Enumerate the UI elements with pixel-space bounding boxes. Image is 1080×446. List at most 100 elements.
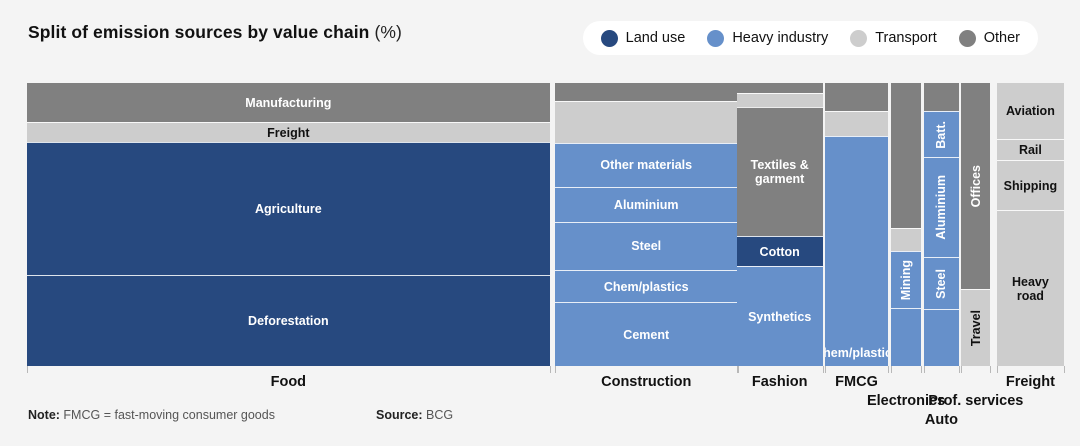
- chart-segment[interactable]: [891, 83, 921, 228]
- source-text: Source: BCG: [376, 408, 453, 422]
- legend-swatch-icon: [850, 29, 868, 47]
- chart-segment[interactable]: [736, 92, 823, 108]
- page-title-main: Split of emission sources by value chain: [28, 22, 370, 42]
- chart-segment[interactable]: [891, 307, 921, 366]
- axis-label-freight: Freight: [1005, 374, 1055, 390]
- segment-label: Aviation: [1005, 104, 1055, 119]
- segment-label: Steel: [631, 239, 662, 254]
- chart-segment[interactable]: Shipping: [996, 159, 1065, 211]
- chart-segment[interactable]: Manufacturing: [27, 83, 550, 123]
- chart-segment[interactable]: [554, 83, 738, 102]
- axis-tick: [959, 366, 961, 373]
- chart-segment[interactable]: [923, 309, 960, 366]
- axis-label-food: Food: [270, 374, 307, 390]
- note-label: Note:: [28, 408, 60, 422]
- chart-segment[interactable]: Chem/plastics: [824, 135, 889, 366]
- axis-tick: [27, 366, 28, 373]
- chart-segment[interactable]: [891, 227, 921, 251]
- chart-segment[interactable]: [824, 111, 889, 136]
- segment-label: Chem/plastics: [603, 279, 689, 294]
- segment-label: Aluminium: [613, 197, 679, 212]
- segment-label: Offices: [968, 164, 983, 208]
- segment-label: Synthetics: [748, 309, 812, 324]
- segment-label: Mining: [899, 259, 914, 300]
- chart-segment[interactable]: Freight: [27, 122, 550, 143]
- chart-legend: Land use Heavy industry Transport Other: [582, 21, 1038, 55]
- segment-label: Rail: [1018, 143, 1042, 157]
- axis-tick: [736, 366, 738, 373]
- segment-label: Manufacturing: [245, 95, 332, 110]
- segment-label: Travel: [968, 309, 983, 347]
- legend-label: Transport: [875, 30, 937, 46]
- legend-swatch-icon: [958, 29, 976, 47]
- page-title: Split of emission sources by value chain…: [28, 22, 402, 43]
- axis-tick: [996, 366, 998, 373]
- chart-segment[interactable]: Rail: [996, 139, 1065, 160]
- chart-column-electronics[interactable]: Mining: [891, 83, 921, 366]
- legend-swatch-icon: [707, 29, 725, 47]
- chart-segment[interactable]: Cotton: [736, 236, 823, 267]
- chart-segment[interactable]: Offices: [961, 83, 991, 290]
- segment-label: Steel: [934, 268, 949, 299]
- page-title-unit: (%): [374, 22, 402, 42]
- segment-label: Freight: [267, 125, 310, 140]
- axis-label-electronics: Electronics: [866, 393, 946, 409]
- legend-item-heavy_industry[interactable]: Heavy industry: [707, 29, 829, 47]
- chart-segment[interactable]: [554, 101, 738, 143]
- legend-label: Other: [983, 30, 1020, 46]
- axis-label-fmcg: FMCG: [835, 374, 878, 390]
- axis-label-auto: Auto: [924, 412, 958, 428]
- chart-segment[interactable]: [923, 83, 960, 112]
- chart-segment[interactable]: Aluminium: [923, 157, 960, 258]
- legend-item-transport[interactable]: Transport: [850, 29, 937, 47]
- chart-segment[interactable]: Other materials: [554, 142, 738, 187]
- chart-segment[interactable]: [824, 83, 889, 112]
- segment-label: Deforestation: [248, 314, 329, 329]
- legend-item-other[interactable]: Other: [958, 29, 1020, 47]
- axis-tick: [923, 366, 925, 373]
- axis-tick: [1064, 366, 1066, 373]
- chart-segment[interactable]: Steel: [923, 257, 960, 310]
- legend-swatch-icon: [600, 29, 618, 47]
- chart-segment[interactable]: Travel: [961, 289, 991, 366]
- segment-label: Chem/plastics: [825, 345, 889, 360]
- chart-segment[interactable]: Deforestation: [27, 275, 550, 366]
- source-label: Source:: [376, 408, 423, 422]
- segment-label: Batt.: [934, 120, 949, 149]
- chart-segment[interactable]: Chem/plastics: [554, 270, 738, 303]
- chart-column-fmcg[interactable]: Chem/plastics: [824, 83, 889, 366]
- chart-segment[interactable]: Textiles & garment: [736, 107, 823, 237]
- chart-segment[interactable]: Agriculture: [27, 142, 550, 276]
- source-body: BCG: [422, 408, 454, 422]
- chart-segment[interactable]: Aviation: [996, 83, 1065, 140]
- chart-segment[interactable]: Heavy road: [996, 210, 1065, 366]
- note-text: Note: FMCG = fast-moving consumer goods: [28, 408, 275, 422]
- chart-segment[interactable]: [736, 83, 823, 93]
- chart-segment[interactable]: Batt.: [923, 111, 960, 158]
- segment-label: Cotton: [759, 244, 800, 259]
- note-body: FMCG = fast-moving consumer goods: [59, 408, 275, 422]
- chart-segment[interactable]: Aluminium: [554, 186, 738, 222]
- axis-tick: [549, 366, 551, 373]
- axis-label-construction: Construction: [601, 374, 692, 390]
- chart-segment[interactable]: Steel: [554, 221, 738, 271]
- chart-segment[interactable]: Mining: [891, 250, 921, 308]
- legend-item-land_use[interactable]: Land use: [600, 29, 686, 47]
- chart-header: Split of emission sources by value chain…: [0, 0, 1080, 62]
- axis-tick: [961, 366, 963, 373]
- legend-label: Land use: [625, 30, 686, 46]
- chart-segment[interactable]: Synthetics: [736, 266, 823, 366]
- axis-tick: [888, 366, 890, 373]
- legend-label: Heavy industry: [732, 30, 829, 46]
- chart-segment[interactable]: Cement: [554, 302, 738, 366]
- segment-label: Cement: [623, 327, 670, 342]
- axis-label-prof-services: Prof. services: [928, 393, 1024, 409]
